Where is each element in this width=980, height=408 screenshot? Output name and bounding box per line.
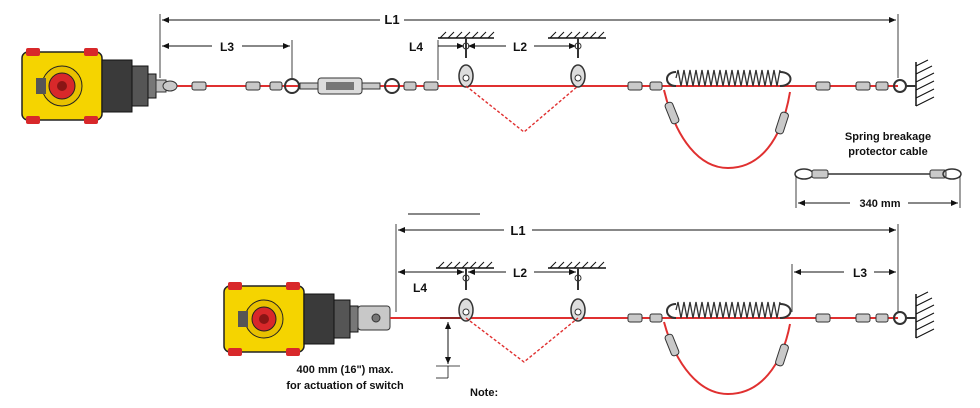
top-clamp-icon bbox=[855, 81, 871, 91]
bottom-support-2-icon bbox=[548, 261, 606, 322]
top-clamp-icon bbox=[403, 81, 417, 91]
bottom-clamp-icon bbox=[627, 313, 643, 323]
top-protector-cable bbox=[663, 89, 791, 170]
top-L3-label: L3 bbox=[220, 40, 234, 54]
top-clamp-icon bbox=[875, 81, 889, 91]
note-line1: 400 mm (16") max. bbox=[297, 364, 394, 376]
top-spring-icon bbox=[666, 69, 792, 87]
protector-cable-sample-icon bbox=[794, 168, 962, 180]
bottom-protector-cable bbox=[663, 321, 791, 396]
top-clamp-icon bbox=[191, 81, 207, 91]
top-switch-icon bbox=[21, 48, 167, 124]
top-L2-label: L2 bbox=[513, 40, 527, 54]
top-clamp-icon bbox=[649, 81, 663, 91]
bottom-clamp-icon bbox=[649, 313, 663, 323]
top-diagram: L1 L3 L4 L2 Spring breakage protector ca… bbox=[21, 12, 962, 210]
bottom-L2-label: L2 bbox=[513, 266, 527, 280]
bottom-L4-label: L4 bbox=[413, 281, 427, 295]
top-pull-deflection bbox=[465, 85, 579, 133]
bottom-clamp-icon bbox=[875, 313, 889, 323]
spring-title-line1: Spring breakage bbox=[845, 131, 931, 143]
top-turnbuckle-icon bbox=[299, 77, 381, 95]
bottom-spring-icon bbox=[666, 301, 792, 319]
top-clamp-icon bbox=[815, 81, 831, 91]
bottom-wall-icon bbox=[906, 291, 935, 339]
top-clamp-icon bbox=[627, 81, 643, 91]
top-L1-label: L1 bbox=[384, 12, 399, 27]
top-eye-icon bbox=[284, 78, 300, 94]
bottom-switch-icon bbox=[223, 282, 391, 356]
top-clamp-icon bbox=[423, 81, 439, 91]
bottom-diagram: L1 L4 L2 L3 400 mm (16") max. for actuat… bbox=[223, 223, 935, 399]
note-heading: Note: bbox=[470, 387, 498, 399]
top-L4-label: L4 bbox=[409, 40, 423, 54]
bottom-clamp-icon bbox=[815, 313, 831, 323]
bottom-L1-label: L1 bbox=[510, 223, 525, 238]
top-support-2-icon bbox=[548, 31, 606, 88]
bottom-L3-label: L3 bbox=[853, 266, 867, 280]
spring-title-line2: protector cable bbox=[848, 146, 927, 158]
top-clamp-icon bbox=[269, 81, 283, 91]
bottom-clamp-icon bbox=[855, 313, 871, 323]
top-thimble-icon bbox=[162, 80, 178, 92]
top-eye-icon bbox=[384, 78, 400, 94]
top-wall-icon bbox=[906, 59, 935, 107]
top-support-1-icon bbox=[438, 31, 495, 88]
bottom-pull-deflection bbox=[465, 317, 579, 363]
spring-length-label: 340 mm bbox=[860, 198, 901, 210]
bottom-support-1-icon bbox=[436, 261, 494, 322]
top-clamp-icon bbox=[245, 81, 261, 91]
note-line2: for actuation of switch bbox=[286, 380, 404, 392]
